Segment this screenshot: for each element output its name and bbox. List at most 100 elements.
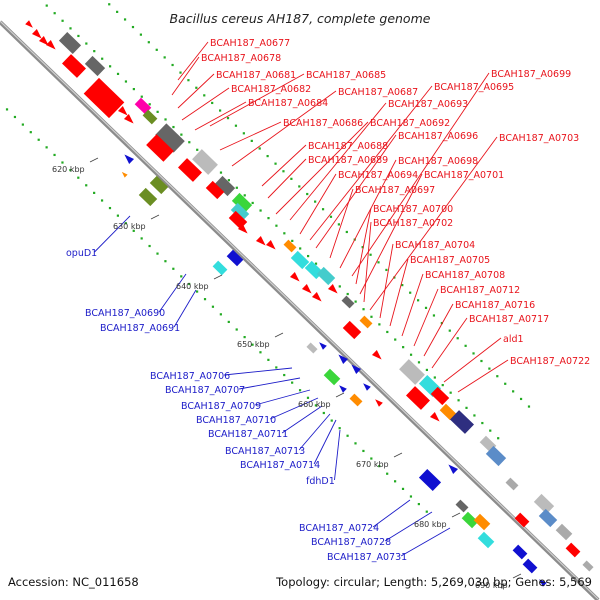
tick-dot: [100, 199, 104, 202]
tick-dot: [306, 396, 310, 399]
gene-label: BCAH187_A0681: [216, 70, 296, 81]
tick-dot: [85, 42, 88, 45]
leader-line: [94, 215, 131, 253]
gene-block: [565, 542, 581, 558]
tick-dot: [314, 404, 317, 407]
tick-dot: [219, 171, 223, 174]
gene-label: fdhD1: [306, 476, 335, 487]
leader-line: [359, 173, 423, 295]
gene-arrow: [289, 272, 300, 282]
tick-dot: [519, 397, 523, 401]
gene-block: [406, 386, 430, 410]
leader-line: [181, 87, 230, 121]
tick-dot: [401, 487, 405, 490]
tick-dot: [93, 191, 96, 194]
tick-dot: [140, 95, 143, 98]
leader-line: [431, 317, 468, 369]
tick-dot: [124, 80, 128, 83]
tick-dot: [386, 330, 389, 334]
tick-dot: [21, 123, 24, 126]
gene-label: BCAH187_A0699: [491, 69, 571, 80]
leader-line: [177, 73, 215, 109]
gene-block: [138, 187, 158, 207]
gene-label: BCAH187_A0703: [499, 133, 579, 144]
tick-dot: [259, 351, 262, 354]
tick-dot: [93, 50, 96, 53]
gene-label: BCAH187_A0717: [469, 314, 549, 325]
gene-label: BCAH187_A0682: [231, 84, 311, 95]
tick-dot: [69, 169, 72, 172]
tick-dot: [85, 184, 88, 187]
tick-dot: [457, 399, 460, 402]
gene-arrow: [375, 399, 383, 407]
gene-label: BCAH187_A0693: [388, 99, 468, 110]
tick-dot: [196, 290, 199, 293]
tick-dot: [441, 384, 444, 387]
gene-arrow: [25, 20, 33, 28]
tick-dot: [338, 285, 341, 288]
gene-arrow: [327, 284, 338, 294]
gene-block: [226, 249, 244, 267]
gene-block: [439, 403, 457, 421]
gene-block: [316, 266, 336, 286]
gene-label: BCAH187_A0697: [355, 185, 435, 196]
gene-arrow: [311, 292, 322, 302]
tick-dot: [424, 306, 428, 309]
tick-dot: [465, 406, 468, 409]
tick-dot: [291, 239, 294, 242]
tick-dot: [409, 291, 412, 294]
tick-dot: [377, 261, 380, 264]
tick-dot: [203, 94, 206, 97]
leader-line: [457, 359, 509, 393]
tick-dot: [473, 414, 476, 417]
gene-block: [149, 175, 169, 195]
gene-label: BCAH187_A0690: [85, 308, 165, 319]
gene-arrow: [351, 364, 362, 374]
gene-arrow: [255, 236, 266, 246]
tick-dot: [140, 237, 143, 240]
tick-dot: [131, 25, 135, 29]
tick-dot: [180, 275, 183, 278]
gene-block: [155, 123, 185, 153]
gene-label: BCAH187_A0692: [370, 118, 450, 129]
gene-block: [538, 508, 558, 528]
tick-dot: [480, 359, 483, 363]
gene-arrow: [117, 106, 128, 116]
tick-dot: [504, 382, 507, 385]
tick-dot: [37, 138, 40, 141]
leader-line: [351, 72, 490, 277]
gene-block: [450, 410, 474, 434]
tick-dot: [163, 56, 166, 59]
gene-label: BCAH187_A0704: [395, 240, 475, 251]
tick-dot: [61, 161, 64, 164]
leader-line: [275, 121, 369, 215]
tick-dot: [116, 10, 119, 13]
gene-block: [178, 158, 202, 182]
tick-dot: [425, 510, 428, 513]
gene-block: [205, 180, 225, 200]
leader-line: [369, 136, 498, 311]
tick-dot: [164, 260, 167, 263]
leader-line: [400, 527, 451, 557]
leader-line: [299, 173, 337, 235]
leader-line: [363, 221, 372, 303]
gene-label: BCAH187_A0695: [434, 82, 514, 93]
tick-dot: [401, 284, 404, 287]
leader-line: [289, 102, 387, 221]
gene-arrow: [45, 40, 56, 50]
gene-block: [505, 477, 519, 491]
gene-block: [134, 97, 152, 115]
tick-dot: [337, 223, 340, 226]
tick-dot: [108, 206, 112, 210]
leader-line: [267, 158, 307, 199]
kbp-tick-mark: [89, 157, 99, 163]
tick-dot: [266, 154, 269, 158]
leader-line: [209, 73, 305, 127]
tick-dot: [267, 358, 270, 361]
gene-arrow: [338, 354, 349, 364]
leader-line: [298, 413, 331, 451]
leader-line: [171, 56, 200, 96]
gene-block: [192, 149, 218, 175]
